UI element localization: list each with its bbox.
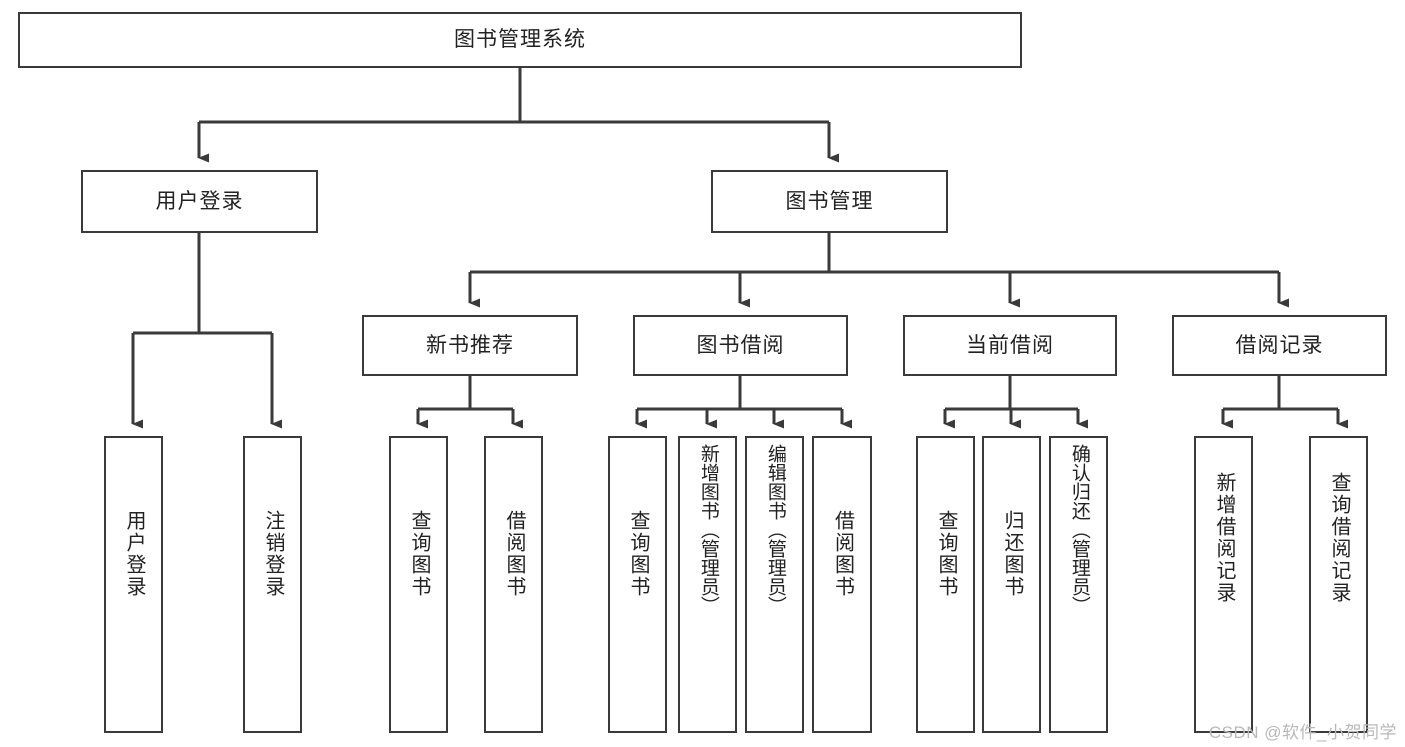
node-leaf-user-login[interactable]: 用户登录 — [104, 436, 163, 733]
node-label: 图书管理系统 — [454, 28, 586, 52]
node-label: 用户登录 — [123, 510, 145, 598]
node-leaf-confirm-return-admin[interactable]: 确认归还（管理员） — [1049, 436, 1108, 733]
node-label: 归还图书 — [1001, 510, 1023, 598]
node-label: 当前借阅 — [966, 333, 1054, 357]
node-label: 查询图书 — [935, 510, 957, 598]
node-new-book-recommend[interactable]: 新书推荐 — [362, 315, 578, 376]
node-label: 新增借阅记录 — [1213, 472, 1235, 604]
csdn-watermark: CSDN @软件_小贺同学 — [1208, 723, 1397, 742]
node-label: 查询借阅记录 — [1328, 472, 1350, 604]
node-label: 借阅图书 — [503, 510, 525, 598]
node-leaf-query-book-borrow[interactable]: 查询图书 — [608, 436, 667, 733]
node-current-borrow[interactable]: 当前借阅 — [903, 315, 1117, 376]
node-label: 新增图书（管理员） — [697, 444, 719, 615]
node-label: 借阅记录 — [1235, 333, 1324, 357]
node-leaf-add-borrow-record[interactable]: 新增借阅记录 — [1194, 436, 1253, 733]
node-label: 查询图书 — [408, 510, 430, 598]
node-leaf-query-book-recommend[interactable]: 查询图书 — [389, 436, 448, 733]
node-user-login[interactable]: 用户登录 — [81, 170, 318, 233]
node-label: 编辑图书（管理员） — [764, 444, 786, 615]
node-leaf-borrow-book-borrow[interactable]: 借阅图书 — [812, 436, 872, 733]
node-label: 用户登录 — [155, 189, 244, 213]
node-label: 借阅图书 — [831, 510, 854, 598]
node-label: 图书借阅 — [696, 333, 785, 357]
node-label: 新书推荐 — [426, 333, 514, 357]
node-leaf-borrow-book-recommend[interactable]: 借阅图书 — [484, 436, 543, 733]
node-leaf-query-borrow-record[interactable]: 查询借阅记录 — [1309, 436, 1368, 733]
node-leaf-query-book-current[interactable]: 查询图书 — [916, 436, 975, 733]
node-label: 确认归还（管理员） — [1068, 444, 1090, 615]
node-book-borrow[interactable]: 图书借阅 — [633, 315, 848, 376]
node-leaf-user-logout[interactable]: 注销登录 — [243, 436, 302, 733]
node-label: 注销登录 — [262, 510, 284, 598]
node-leaf-edit-book-admin[interactable]: 编辑图书（管理员） — [745, 436, 804, 733]
node-label: 查询图书 — [627, 510, 649, 598]
node-root-system[interactable]: 图书管理系统 — [18, 12, 1022, 68]
node-leaf-add-book-admin[interactable]: 新增图书（管理员） — [678, 436, 737, 733]
node-book-manage[interactable]: 图书管理 — [711, 170, 948, 233]
node-leaf-return-book[interactable]: 归还图书 — [982, 436, 1041, 733]
node-label: 图书管理 — [785, 189, 874, 213]
node-borrow-record[interactable]: 借阅记录 — [1172, 315, 1387, 376]
